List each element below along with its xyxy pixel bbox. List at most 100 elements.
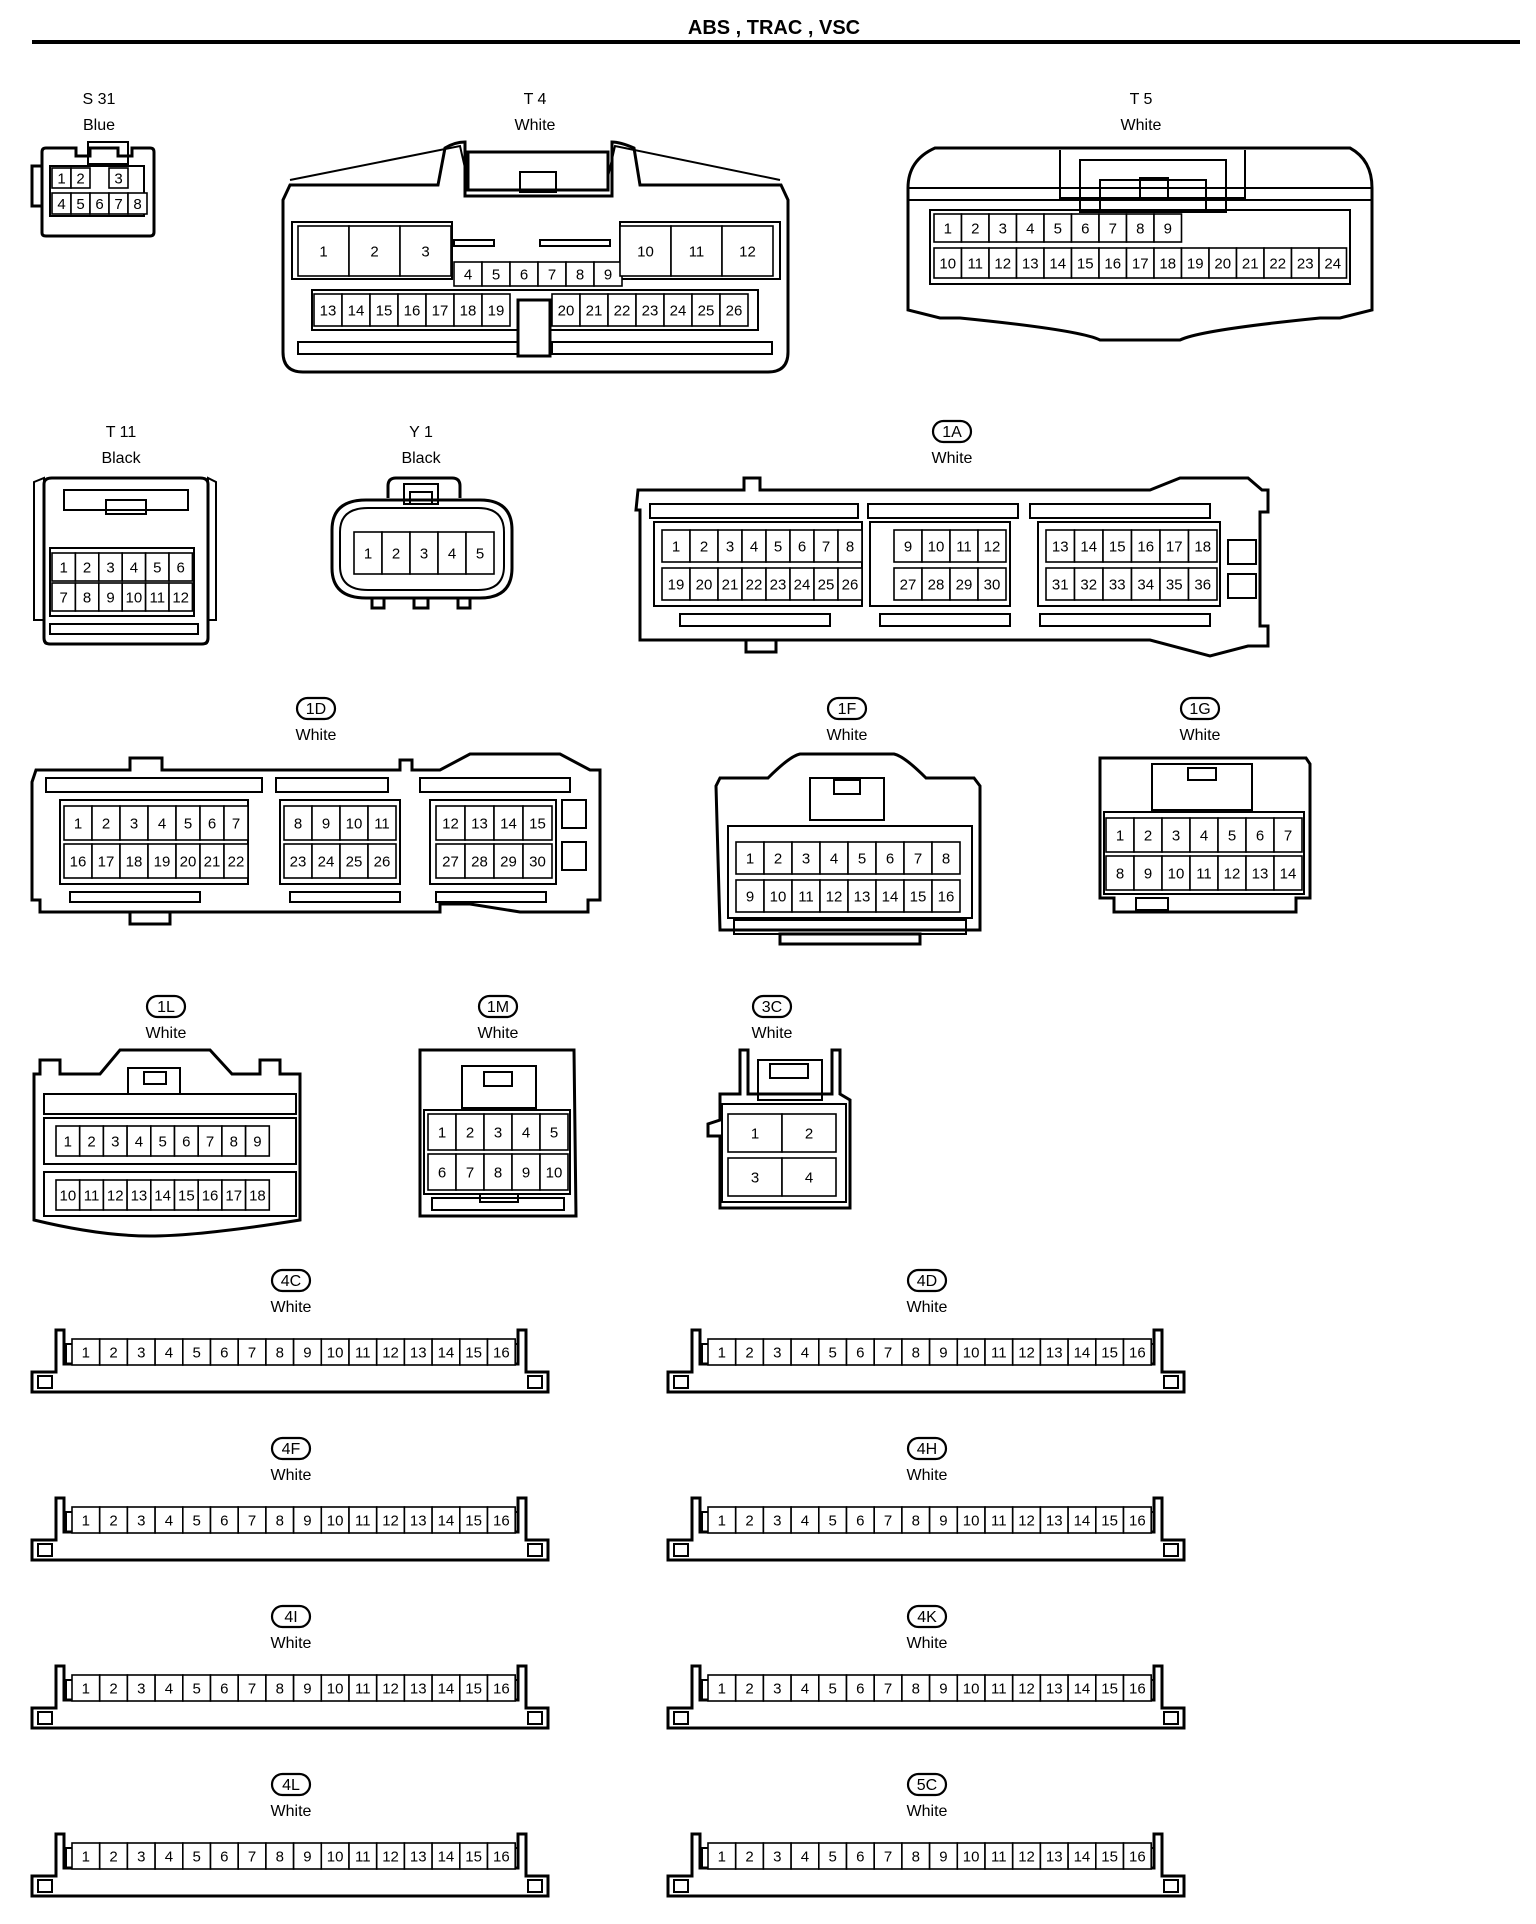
- pin-label: 7: [914, 851, 922, 868]
- pin-cell: [717, 567, 743, 601]
- housing-part: [757, 1059, 823, 1101]
- pin-label: 17: [1132, 256, 1149, 273]
- pin-cell: [719, 293, 749, 327]
- connector-code: 3C: [762, 999, 782, 1016]
- pin-label: 9: [303, 1513, 311, 1530]
- pin-label: 8: [846, 539, 854, 556]
- pin-cell: [339, 805, 369, 841]
- pin-cell: [154, 1338, 184, 1366]
- pin-label: 27: [900, 577, 917, 594]
- pin-cell: [845, 1842, 876, 1870]
- pin-label: 9: [939, 1681, 947, 1698]
- housing-part: [673, 1543, 689, 1557]
- housing-part: [1103, 811, 1305, 895]
- connector-color: White: [271, 1803, 312, 1820]
- pin-cell: [458, 1506, 489, 1534]
- pin-label: 4: [750, 539, 758, 556]
- pin-label: 14: [1074, 1513, 1091, 1530]
- pin-label: 6: [886, 851, 894, 868]
- pin-label: 14: [500, 816, 517, 833]
- pin-cell: [1122, 1506, 1153, 1534]
- housing-part: [561, 841, 587, 871]
- pin-cell: [209, 1842, 240, 1870]
- pin-label: 16: [202, 1188, 219, 1205]
- pin-cell: [458, 1674, 489, 1702]
- connector-code-badge: [295, 696, 337, 721]
- housing-outline: [1059, 150, 1246, 199]
- pin-label: 1: [718, 1345, 726, 1362]
- pin-label: 24: [318, 854, 335, 871]
- housing-part: [461, 1065, 537, 1109]
- pin-cell: [375, 1338, 406, 1366]
- pin-cell: [1161, 817, 1191, 853]
- pin-label: 12: [1018, 1345, 1035, 1362]
- pin-cell: [734, 1674, 765, 1702]
- pin-cell: [1102, 567, 1133, 601]
- housing-part: [1227, 573, 1257, 599]
- pin-label: 3: [111, 1134, 119, 1151]
- pin-cell: [126, 1842, 156, 1870]
- pin-cell: [1095, 1338, 1125, 1366]
- pin-cell: [63, 843, 93, 879]
- connector-code: 5C: [917, 1777, 937, 1794]
- pin-cell: [71, 1674, 101, 1702]
- pin-label: 13: [1052, 539, 1069, 556]
- pin-cell: [1273, 855, 1303, 891]
- pin-label: 23: [290, 854, 307, 871]
- pin-label: 5: [550, 1125, 558, 1142]
- pin-label: 11: [355, 1345, 371, 1362]
- pin-cell: [437, 531, 467, 575]
- pin-label: 15: [178, 1188, 195, 1205]
- housing-outline: [30, 1496, 550, 1562]
- pin-label: 9: [1164, 221, 1172, 238]
- pin-label: 3: [421, 244, 429, 261]
- pin-cell: [901, 1674, 931, 1702]
- pin-label: 1: [944, 221, 952, 238]
- pin-label: 1: [718, 1681, 726, 1698]
- pin-label: 16: [493, 1849, 510, 1866]
- housing-part: [1079, 159, 1227, 213]
- pin-label: 13: [1046, 1681, 1063, 1698]
- pin-cell: [1098, 213, 1128, 243]
- pin-label: 7: [884, 1849, 892, 1866]
- pin-label: 11: [956, 539, 972, 556]
- pin-cell: [154, 1842, 184, 1870]
- pin-cell: [847, 841, 877, 875]
- pin-label: 12: [1018, 1849, 1035, 1866]
- pin-label: 4: [165, 1849, 173, 1866]
- pin-cell: [522, 805, 553, 841]
- housing-outline: [666, 1496, 1186, 1562]
- pin-cell: [458, 1338, 489, 1366]
- housing-part: [37, 1711, 53, 1725]
- pin-cell: [367, 843, 397, 879]
- pin-label: 13: [320, 303, 337, 320]
- pin-cell: [182, 1674, 212, 1702]
- housing-part: [87, 141, 129, 165]
- housing-part: [1163, 1375, 1179, 1389]
- pin-label: 4: [158, 816, 166, 833]
- pin-label: 3: [114, 171, 122, 188]
- pin-label: 11: [991, 1681, 1007, 1698]
- pin-label: 3: [137, 1849, 145, 1866]
- pin-label: 6: [856, 1345, 864, 1362]
- pin-cell: [182, 1842, 212, 1870]
- pin-cell: [465, 531, 495, 575]
- pin-label: 9: [939, 1513, 947, 1530]
- pin-label: 15: [529, 816, 546, 833]
- pin-label: 8: [576, 267, 584, 284]
- connector-color: White: [478, 1025, 519, 1042]
- pin-label: 9: [939, 1345, 947, 1362]
- pin-label: 7: [1284, 828, 1292, 845]
- pin-label: 14: [438, 1849, 455, 1866]
- pin-label: 4: [135, 1134, 143, 1151]
- pin-cell: [1102, 529, 1133, 563]
- pin-label: 16: [938, 889, 955, 906]
- pin-cell: [244, 1125, 271, 1157]
- pin-label: 31: [1052, 577, 1069, 594]
- pin-label: 13: [1046, 1345, 1063, 1362]
- pin-label: 16: [1137, 539, 1154, 556]
- pin-label: 17: [225, 1188, 242, 1205]
